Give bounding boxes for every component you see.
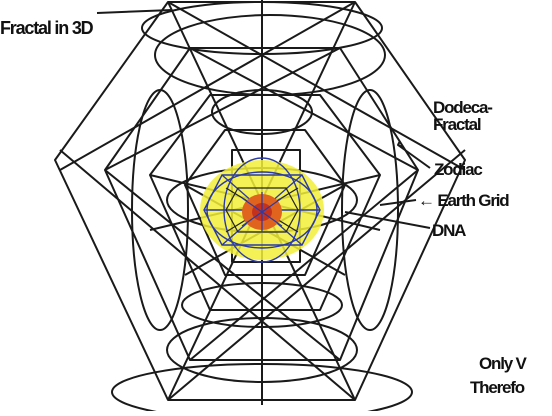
label-dodeca-line1: Dodeca- — [433, 99, 492, 116]
diagram-title: Fractal in 3D — [0, 20, 92, 37]
label-only: Only V — [479, 355, 526, 372]
label-therefore: Therefo — [470, 379, 524, 396]
label-earth-grid: ← Earth Grid — [418, 192, 508, 209]
ring-top-mid — [155, 15, 385, 95]
label-dodeca-line2: Fractal — [433, 116, 480, 133]
label-dna: DNA — [432, 222, 465, 239]
core-fractal — [200, 158, 324, 262]
label-zodiac: Zodiac — [434, 161, 482, 178]
